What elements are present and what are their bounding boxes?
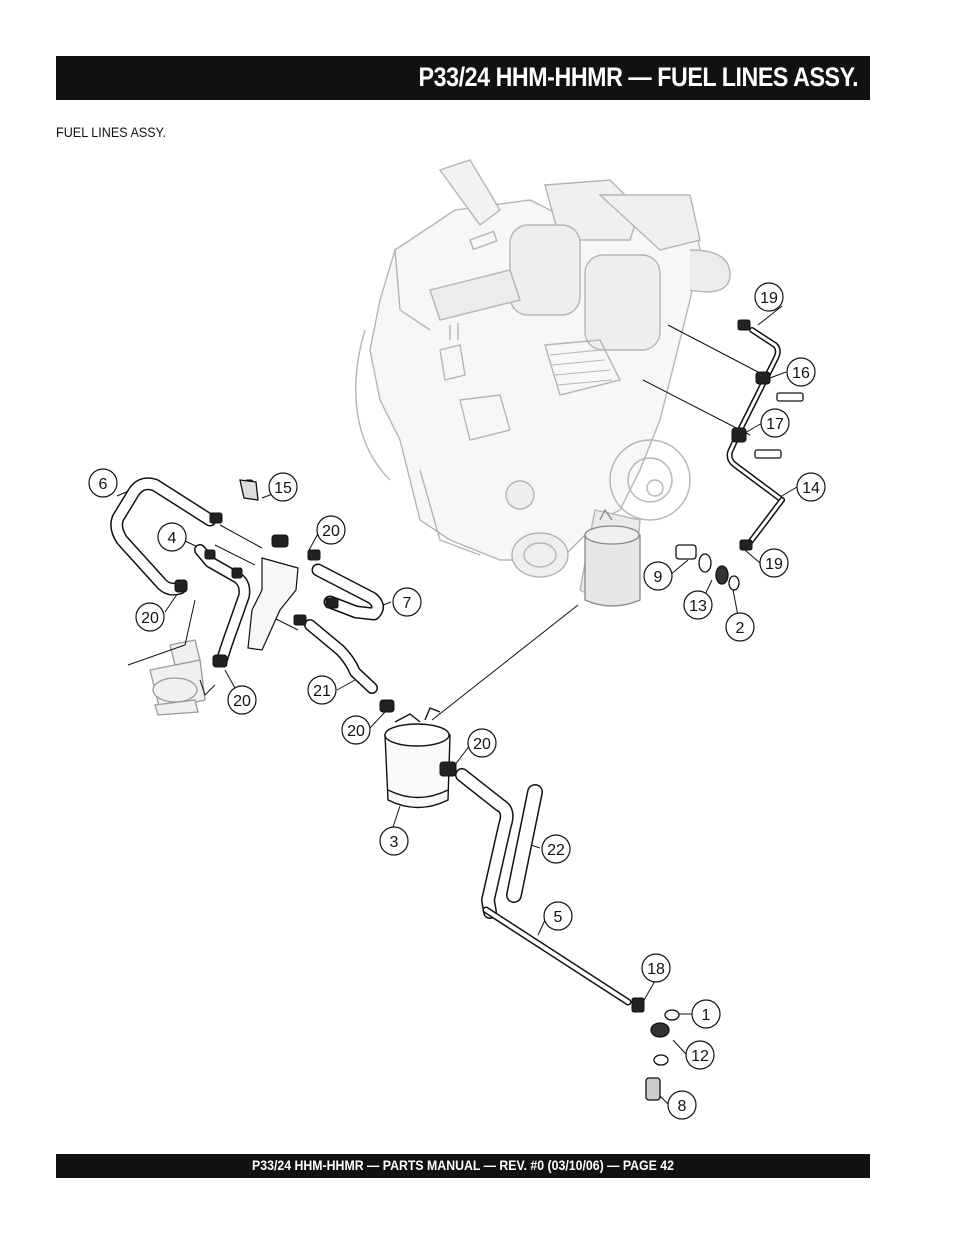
callout-20-c: 20: [227, 685, 257, 715]
callouts: 19 16 17 14 19 9 13 2 6 15 4 20 7 20 21 …: [88, 282, 826, 1120]
callout-5: 5: [543, 901, 573, 931]
callout-1: 1: [691, 999, 721, 1029]
fuel-pump: [149, 639, 206, 716]
callout-13: 13: [683, 590, 713, 620]
callout-22: 22: [541, 834, 571, 864]
callout-17: 17: [760, 408, 790, 438]
svg-text:16: 16: [792, 365, 810, 382]
engine-fuel-filter: [584, 508, 641, 607]
svg-text:17: 17: [766, 416, 784, 433]
svg-text:22: 22: [547, 842, 565, 859]
svg-text:15: 15: [274, 480, 292, 497]
svg-text:5: 5: [554, 909, 563, 926]
fuel-hoses: [110, 327, 785, 1006]
svg-text:1: 1: [702, 1007, 711, 1024]
callout-12: 12: [685, 1040, 715, 1070]
engine-illustration: [355, 159, 731, 601]
svg-text:7: 7: [403, 595, 412, 612]
svg-text:14: 14: [802, 480, 820, 497]
svg-text:8: 8: [678, 1098, 687, 1115]
callout-18: 18: [641, 953, 671, 983]
callout-20-d: 20: [341, 715, 371, 745]
svg-text:3: 3: [390, 834, 399, 851]
callout-21: 21: [307, 675, 337, 705]
svg-text:12: 12: [691, 1048, 709, 1065]
footer-bar: P33/24 HHM-HHMR — PARTS MANUAL — REV. #0…: [56, 1154, 870, 1178]
svg-text:20: 20: [233, 693, 251, 710]
callout-4: 4: [157, 522, 187, 552]
callout-19-bottom: 19: [759, 548, 789, 578]
callout-20-a: 20: [316, 515, 346, 545]
title-bar: P33/24 HHM-HHMR — FUEL LINES ASSY.: [56, 56, 870, 100]
svg-text:19: 19: [760, 290, 778, 307]
callout-14: 14: [796, 472, 826, 502]
callout-20-e: 20: [467, 728, 497, 758]
callout-19-top: 19: [754, 282, 784, 312]
svg-text:20: 20: [322, 523, 340, 540]
svg-text:20: 20: [473, 736, 491, 753]
bracket: [247, 557, 299, 651]
callout-20-b: 20: [135, 602, 165, 632]
callout-6: 6: [88, 468, 118, 498]
svg-text:18: 18: [647, 961, 665, 978]
callout-7: 7: [392, 587, 422, 617]
section-subtitle: FUEL LINES ASSY.: [56, 124, 166, 140]
fuel-filter-3: [384, 707, 451, 809]
svg-text:6: 6: [99, 476, 108, 493]
callout-15: 15: [268, 472, 298, 502]
svg-text:20: 20: [347, 723, 365, 740]
svg-text:9: 9: [654, 569, 663, 586]
callout-16: 16: [786, 357, 816, 387]
page-title: P33/24 HHM-HHMR — FUEL LINES ASSY.: [418, 62, 858, 92]
page-footer: P33/24 HHM-HHMR — PARTS MANUAL — REV. #0…: [252, 1157, 674, 1173]
callout-9: 9: [643, 561, 673, 591]
svg-text:2: 2: [736, 620, 745, 637]
svg-text:20: 20: [141, 610, 159, 627]
callout-2: 2: [725, 612, 755, 642]
leader-lines: [116, 305, 798, 1105]
svg-text:4: 4: [168, 530, 177, 547]
callout-8: 8: [667, 1090, 697, 1120]
svg-text:13: 13: [689, 598, 707, 615]
clamps-fittings: [174, 319, 771, 1013]
svg-text:21: 21: [313, 683, 331, 700]
bolts-washers: [239, 392, 804, 1101]
svg-text:19: 19: [765, 556, 783, 573]
callout-3: 3: [379, 826, 409, 856]
